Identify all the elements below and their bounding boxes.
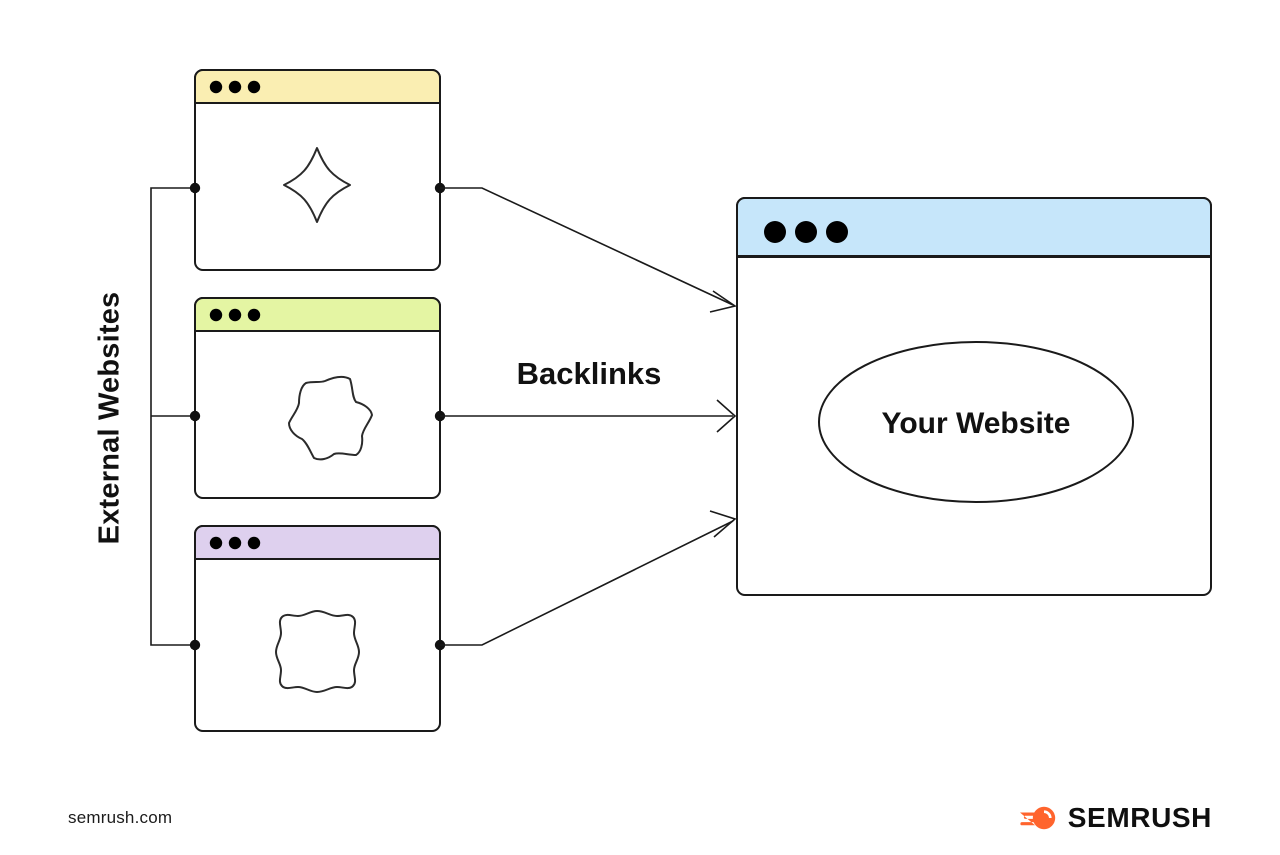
four-point-star-diamond-icon — [283, 147, 351, 223]
titlebar-dot — [228, 80, 242, 94]
titlebar-dot — [826, 221, 848, 243]
bracket-node-dot — [189, 182, 201, 194]
titlebar-dot — [209, 308, 223, 322]
bracket-node-dot — [189, 639, 201, 651]
titlebar-dot — [247, 536, 261, 550]
arrow-head-1 — [709, 290, 737, 313]
backlink-arrows — [434, 182, 737, 651]
semrush-brand-logo: SEMRUSH — [1018, 803, 1212, 833]
source-window-2[interactable] — [194, 297, 441, 499]
arrow-path-1 — [440, 187, 734, 306]
titlebar-dot — [247, 80, 261, 94]
your-website-ellipse — [818, 341, 1134, 503]
titlebar-dot — [228, 308, 242, 322]
backlinks-label: Backlinks — [517, 356, 662, 391]
arrow-head-3 — [709, 510, 737, 538]
arrow-path-3 — [440, 520, 734, 646]
semrush-wordmark: SEMRUSH — [1067, 802, 1212, 833]
arrow-head-2 — [716, 399, 737, 433]
titlebar-dot — [228, 536, 242, 550]
eight-lobe-scallop-icon — [275, 610, 360, 693]
semrush-comet-icon — [1019, 806, 1055, 830]
rounded-heptagon-blob-icon — [288, 375, 373, 461]
titlebar-dot — [209, 80, 223, 94]
your-website-label: Your Website — [882, 407, 1071, 440]
source-window-1[interactable] — [194, 69, 441, 271]
source-window-3[interactable] — [194, 525, 441, 732]
titlebar-dot — [209, 536, 223, 550]
titlebar-dot — [795, 221, 817, 243]
target-window[interactable]: Your Website — [736, 197, 1212, 596]
footer-source-url: semrush.com — [68, 808, 173, 827]
external-websites-label: External Websites — [94, 292, 126, 545]
bracket-node-dot — [189, 410, 201, 422]
titlebar-dot — [764, 221, 786, 243]
external-websites-bracket — [150, 182, 201, 651]
titlebar-dot — [247, 308, 261, 322]
